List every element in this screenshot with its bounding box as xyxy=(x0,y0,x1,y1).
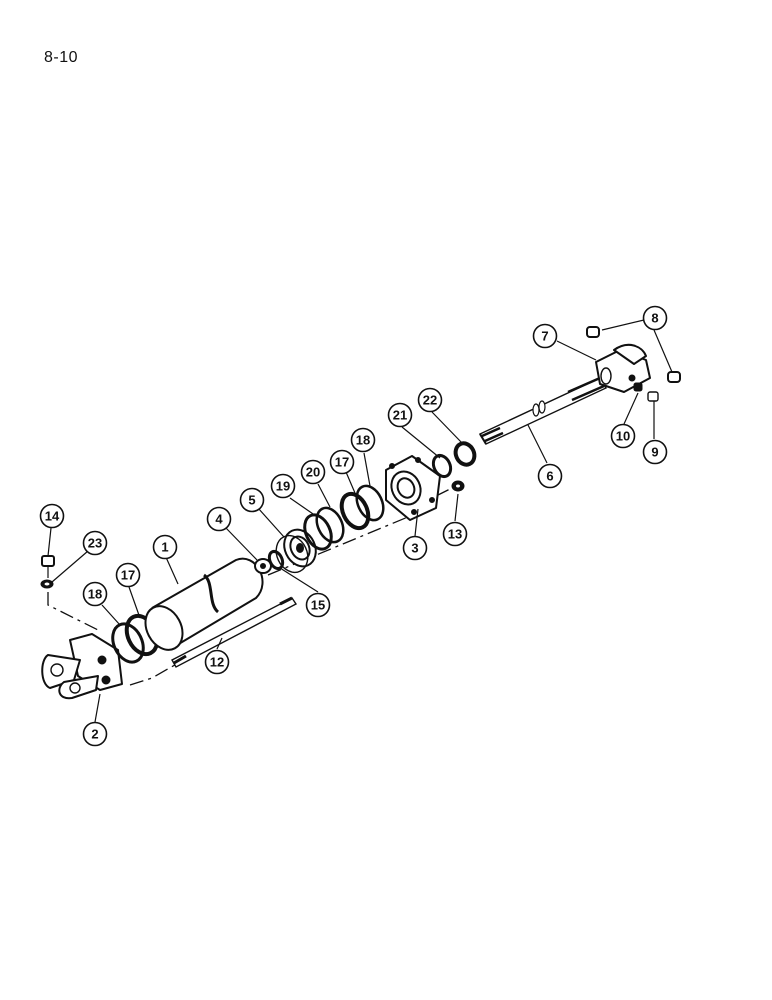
callout-label: 9 xyxy=(651,445,658,460)
callout-2: 2 xyxy=(82,721,108,747)
callout-15: 15 xyxy=(305,592,331,618)
callout-13: 13 xyxy=(442,521,468,547)
callout-label: 5 xyxy=(248,493,255,508)
callout-label: 13 xyxy=(448,527,462,542)
callout-18-right: 18 xyxy=(350,427,376,453)
tie-rod-part xyxy=(171,596,298,668)
callout-label: 2 xyxy=(91,727,98,742)
callout-label: 18 xyxy=(88,587,102,602)
callout-label: 6 xyxy=(546,469,553,484)
callout-12: 12 xyxy=(204,649,230,675)
page-number: 8-10 xyxy=(44,49,79,66)
callout-label: 18 xyxy=(356,433,370,448)
cylinder-barrel-part xyxy=(144,557,264,651)
piston-rings-part xyxy=(303,484,385,551)
callout-label: 17 xyxy=(121,568,135,583)
callout-17-right: 17 xyxy=(329,449,355,475)
callout-19: 19 xyxy=(270,473,296,499)
callout-label: 17 xyxy=(335,455,349,470)
lube-fitting-part xyxy=(647,391,659,402)
callout-8: 8 xyxy=(642,305,668,331)
callout-18-left: 18 xyxy=(82,581,108,607)
leader-lines xyxy=(47,319,673,723)
callout-20: 20 xyxy=(300,459,326,485)
wiper-seal-part xyxy=(453,441,477,467)
callout-label: 1 xyxy=(161,540,168,555)
callout-17-left: 17 xyxy=(115,562,141,588)
callout-23: 23 xyxy=(82,530,108,556)
callout-6: 6 xyxy=(537,463,563,489)
rod-gland-part xyxy=(385,455,441,521)
bushing-part xyxy=(586,326,681,383)
set-screw-part xyxy=(633,382,643,392)
callout-label: 8 xyxy=(651,311,658,326)
callout-label: 20 xyxy=(306,465,320,480)
bolt-part xyxy=(41,555,55,578)
callout-4: 4 xyxy=(206,506,232,532)
callout-label: 12 xyxy=(210,655,224,670)
piston-rod-part xyxy=(479,376,607,445)
rod-clevis-part xyxy=(595,343,651,393)
callout-label: 7 xyxy=(541,329,548,344)
callout-5: 5 xyxy=(239,487,265,513)
callout-1: 1 xyxy=(152,534,178,560)
callout-label: 19 xyxy=(276,479,290,494)
callout-10: 10 xyxy=(610,423,636,449)
callout-7: 7 xyxy=(532,323,558,349)
callout-22: 22 xyxy=(417,387,443,413)
callout-label: 3 xyxy=(411,541,418,556)
callout-label: 23 xyxy=(88,536,102,551)
base-clevis-part xyxy=(41,633,123,700)
callout-label: 21 xyxy=(393,408,407,423)
callout-label: 14 xyxy=(45,509,60,524)
callout-3: 3 xyxy=(402,535,428,561)
callout-label: 4 xyxy=(215,512,223,527)
tie-rod-nut-part xyxy=(451,480,465,492)
callout-14: 14 xyxy=(39,503,65,529)
callout-label: 15 xyxy=(311,598,325,613)
small-o-ring-part xyxy=(267,549,285,571)
callout-label: 10 xyxy=(616,429,630,444)
washer-part xyxy=(40,579,54,589)
callout-21: 21 xyxy=(387,402,413,428)
callout-label: 22 xyxy=(423,393,437,408)
callout-9: 9 xyxy=(642,439,668,465)
